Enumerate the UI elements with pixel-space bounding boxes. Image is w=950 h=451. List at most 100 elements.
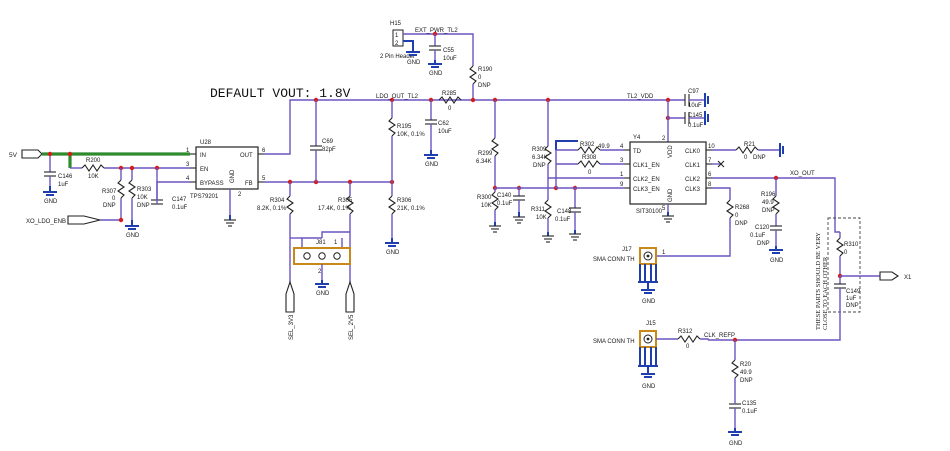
u28-pin-out: OUT bbox=[240, 153, 253, 159]
y4-pin-vdd: VDD bbox=[668, 145, 674, 158]
resistor-r312 bbox=[677, 335, 701, 343]
u28-pin-fb: FB bbox=[245, 181, 253, 187]
r302-ref: R302 bbox=[580, 142, 595, 148]
u28-pin-gnd: GND bbox=[230, 169, 236, 183]
r190-value: 0 bbox=[478, 75, 482, 81]
u28-pin5-num: 5 bbox=[262, 176, 266, 182]
tl2-vdd-net-label: TL2_VDD bbox=[627, 94, 654, 100]
ext-pwr-net-label: EXT_PWR_TL2 bbox=[415, 28, 458, 34]
resistor-r20 bbox=[731, 359, 739, 379]
c149-value: 1uF bbox=[846, 296, 857, 302]
y4-pin1-num: 1 bbox=[620, 172, 624, 178]
capacitor-c140 bbox=[513, 195, 525, 201]
u28-ref: U28 bbox=[200, 140, 212, 146]
gnd-label-j15: GND bbox=[642, 384, 656, 390]
u28-pin-bypass: BYPASS bbox=[200, 181, 224, 187]
c140-value: 0.1uF bbox=[497, 201, 513, 207]
x1-label: X1 bbox=[904, 275, 912, 281]
gnd-label-r303: GND bbox=[126, 233, 140, 239]
capacitor-c55 bbox=[429, 45, 441, 51]
gnd-symbol-r300 bbox=[489, 222, 501, 233]
resistor-r306 bbox=[388, 195, 396, 215]
r311-ref: R311 bbox=[531, 207, 546, 213]
r305-ref: R305 bbox=[338, 198, 353, 204]
r20-dnp: DNP bbox=[740, 378, 753, 384]
y4-pin5-num: 5 bbox=[662, 206, 666, 212]
y4-ref: Y4 bbox=[633, 135, 641, 141]
r306-value: 21K, 0.1% bbox=[397, 206, 425, 212]
y4-pin-clk1: CLK1 bbox=[685, 163, 701, 169]
gnd-symbol-r21 bbox=[779, 143, 784, 157]
gnd-symbol-c120 bbox=[769, 246, 783, 254]
y4-pin-clk3-en: CLK3_EN bbox=[633, 187, 660, 193]
r312-value: 0 bbox=[686, 344, 690, 350]
c146-value: 1uF bbox=[58, 182, 69, 188]
y4-pin-clk3: CLK3 bbox=[685, 187, 701, 193]
resistor-r268 bbox=[726, 199, 734, 219]
placement-note-line1: THESE PARTS SHOULD BE VERY bbox=[815, 232, 822, 330]
net-5v-label: 5V bbox=[9, 152, 18, 159]
r302-value: 49.9 bbox=[598, 144, 610, 150]
r304-ref: R304 bbox=[270, 198, 285, 204]
c55-value: 10uF bbox=[443, 56, 457, 62]
c62-ref: C62 bbox=[438, 121, 450, 127]
u28-pin-en: EN bbox=[200, 167, 208, 173]
u28-pin6-num: 6 bbox=[262, 148, 266, 154]
r196-dnp: DNP bbox=[762, 208, 775, 214]
r285-value: 0 bbox=[448, 106, 452, 112]
resistor-r300 bbox=[491, 191, 499, 211]
c120-value: 0.1uF bbox=[750, 233, 766, 239]
u28-pin-in: IN bbox=[200, 153, 206, 159]
r195-value: 10K, 0.1% bbox=[397, 132, 425, 138]
gnd-symbol-r303 bbox=[125, 220, 139, 230]
capacitor-c149 bbox=[834, 283, 846, 289]
default-vout-title: DEFAULT VOUT: 1.8V bbox=[210, 86, 351, 101]
r20-ref: R20 bbox=[740, 362, 752, 368]
r307-ref: R307 bbox=[102, 189, 117, 195]
r303-value: 10K bbox=[137, 195, 148, 201]
xo-ldo-enb-port bbox=[67, 215, 101, 225]
j17-ref: J17 bbox=[622, 247, 632, 253]
h15-ref: H15 bbox=[390, 21, 402, 27]
xo-out-net-label: XO_OUT bbox=[790, 171, 815, 177]
y4-pin2-num: 2 bbox=[662, 136, 666, 142]
r306-ref: R306 bbox=[397, 198, 412, 204]
sel-3v3-label: SEL_3V3 bbox=[289, 314, 295, 340]
y4-pin9-num: 9 bbox=[620, 182, 624, 188]
gnd-symbol-c148 bbox=[569, 230, 581, 241]
gnd-label-j17: GND bbox=[642, 299, 656, 305]
placement-note-box bbox=[827, 217, 861, 313]
gnd-symbol-h15 bbox=[406, 51, 420, 56]
j17-pin1: 1 bbox=[662, 250, 666, 256]
r308-ref: R308 bbox=[582, 155, 597, 161]
y4-pin-td: TD bbox=[633, 149, 642, 155]
c148-value: 0.1uF bbox=[555, 217, 571, 223]
r312-ref: R312 bbox=[678, 329, 693, 335]
c149-dnp: DNP bbox=[846, 303, 859, 309]
y4-pin-clk2: CLK2 bbox=[685, 177, 701, 183]
resistor-r302 bbox=[577, 146, 601, 154]
c146-ref: C146 bbox=[58, 174, 73, 180]
r268-value: 0 bbox=[735, 213, 739, 219]
capacitor-c146 bbox=[43, 171, 57, 196]
u28-part: TPS79201 bbox=[190, 194, 219, 200]
gnd-label-h15: GND bbox=[407, 60, 421, 66]
r268-dnp: DNP bbox=[735, 221, 748, 227]
resistor-r196 bbox=[772, 195, 780, 215]
c97-ref: C97 bbox=[688, 89, 700, 95]
r304-value: 8.2K, 0.1% bbox=[257, 206, 287, 212]
c97-value: 10uF bbox=[688, 103, 702, 109]
c145-ref: C145 bbox=[688, 113, 703, 119]
ic-u28 bbox=[190, 146, 264, 190]
gnd-symbol-r311 bbox=[542, 232, 554, 243]
y4-pin-clk0: CLK0 bbox=[685, 149, 701, 155]
r308-value: 0 bbox=[588, 170, 592, 176]
y4-pin-clk2-en: CLK2_EN bbox=[633, 177, 660, 183]
resistor-r307 bbox=[117, 179, 125, 199]
gnd-symbol-c62 bbox=[424, 150, 438, 159]
r285-ref: R285 bbox=[442, 91, 457, 97]
gnd-symbol-c140 bbox=[513, 212, 525, 224]
resistor-r308 bbox=[577, 160, 601, 168]
y4-pin8-num: 8 bbox=[708, 182, 712, 188]
resistor-r285 bbox=[438, 96, 462, 104]
